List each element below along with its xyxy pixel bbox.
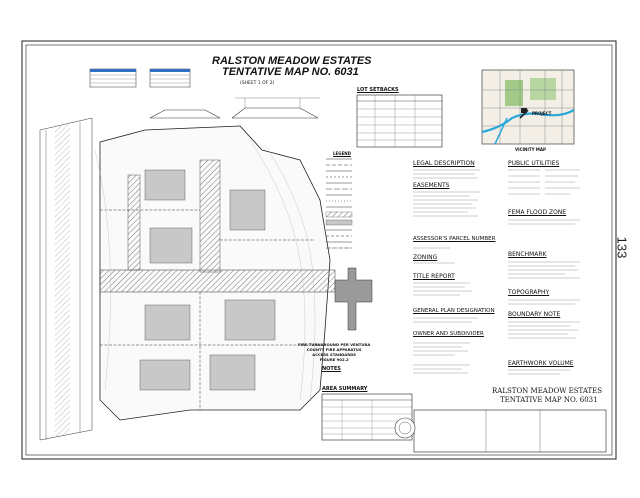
text-blocks [413,169,580,375]
outer-border [21,40,617,460]
fire-turnaround-diagram [334,267,373,331]
section-assessors-parcel-number: ASSESSOR'S PARCEL NUMBER [413,236,496,242]
inner-border [25,44,613,456]
coordinate-tables [89,68,191,88]
map-title-line2: TENTATIVE MAP NO. 6031 [222,66,359,78]
site-plan [39,117,336,441]
engineer-stamp [394,417,416,439]
section-title-report: TITLE REPORT [413,273,455,280]
section-earthwork-volume: EARTHWORK VOLUME [508,360,574,367]
section-topography: TOPOGRAPHY [508,289,550,296]
street-cross-sections [149,97,320,119]
section-fema-flood-zone: FEMA FLOOD ZONE [508,209,567,216]
title-block [394,409,607,453]
vicinity-map-title: VICINITY MAP [515,147,546,152]
section-public-utilities: PUBLIC UTILITIES [508,160,560,167]
fire-note-line: FIRE TURNAROUND PER VENTURA [298,342,371,347]
section-boundary-note: BOUNDARY NOTE [508,311,561,318]
section-benchmark: BENCHMARK [508,251,547,258]
titleblock-line2: TENTATIVE MAP NO. 6031 [500,396,598,404]
fire-note-line: COUNTY FIRE APPARATUS [306,347,362,352]
section-easements: EASEMENTS [413,182,450,189]
vicinity-map [481,69,575,145]
titleblock-line1: RALSTON MEADOW ESTATES [492,387,603,395]
legend-title: LEGEND [333,151,351,156]
fire-turnaround-note: FIRE TURNAROUND PER VENTURA COUNTY FIRE … [298,342,370,362]
area-summary-title: AREA SUMMARY [322,386,368,392]
lot-setbacks-table [356,94,443,148]
legend-lines [325,158,353,249]
vicinity-project-label: PROJECT [532,111,552,116]
section-owner-and-subdivider: OWNER AND SUBDIVIDER [413,331,484,337]
lot-setbacks-title: LOT SETBACKS [357,87,399,93]
section-legal-description: LEGAL DESCRIPTION [413,160,475,167]
map-title-line1: RALSTON MEADOW ESTATES [212,55,372,67]
page-number: 133 [614,236,630,259]
notes-title: NOTES [322,366,341,372]
section-general-plan-designation: GENERAL PLAN DESIGNATION [413,308,495,314]
fire-note-line: FIGURE 902.2 [319,357,349,362]
section-zoning: ZONING [413,254,438,261]
fire-note-line: ACCESS STANDARDS [312,352,357,357]
sheet-number: (SHEET 1 OF 2) [240,81,275,86]
